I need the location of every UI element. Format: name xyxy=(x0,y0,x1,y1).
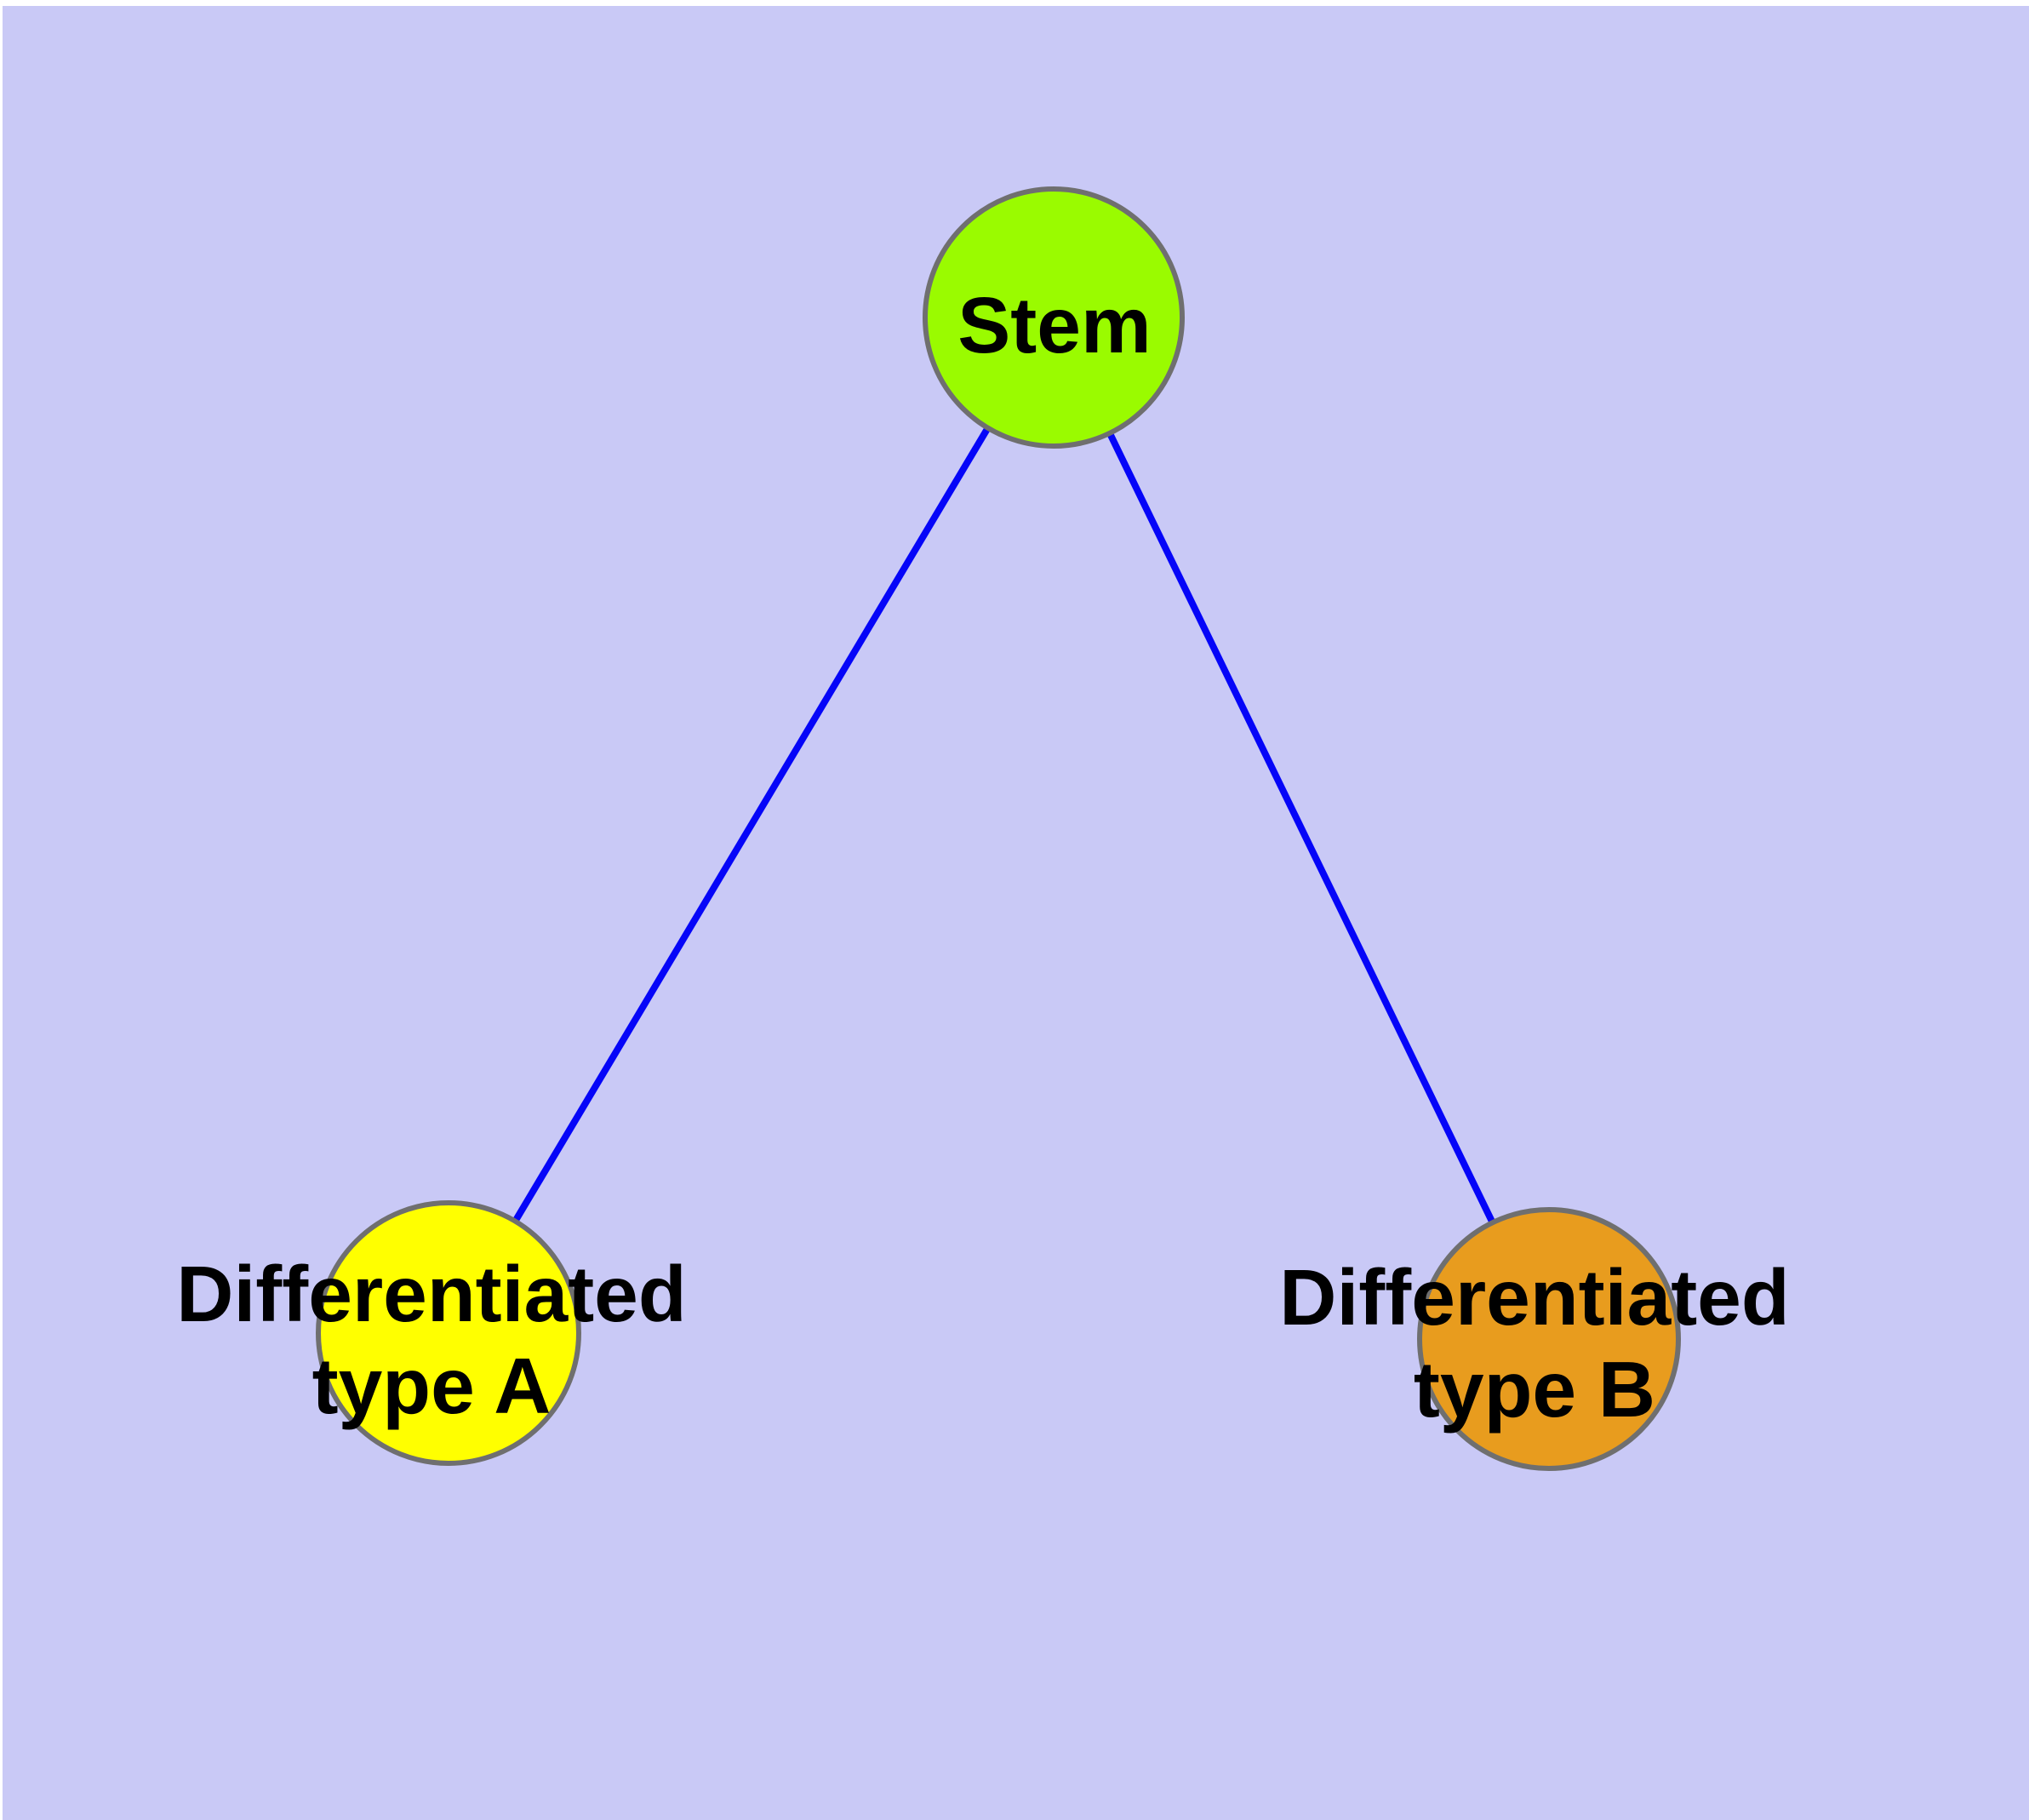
node-stem-circle xyxy=(923,186,1185,449)
node-differentiated-type-b-label-line-2: type B xyxy=(1414,1345,1655,1434)
node-stem-label: Stem xyxy=(957,281,1151,369)
node-differentiated-type-b-circle xyxy=(1417,1207,1681,1471)
node-differentiated-type-b: Differentiated type B xyxy=(1279,1207,1790,1471)
edge-stem-to-type-a xyxy=(445,315,1057,1336)
node-differentiated-type-a-label-line-1: Differentiated xyxy=(176,1250,686,1338)
edge-group xyxy=(445,315,1552,1341)
edge-stem-to-type-b xyxy=(1050,316,1552,1341)
node-differentiated-type-a-circle xyxy=(316,1200,581,1466)
node-differentiated-type-b-label-line-1: Differentiated xyxy=(1279,1253,1789,1342)
node-differentiated-type-a: Differentiated type A xyxy=(176,1200,687,1466)
node-stem: Stem xyxy=(923,186,1185,449)
node-differentiated-type-a-label-line-2: type A xyxy=(312,1342,552,1430)
